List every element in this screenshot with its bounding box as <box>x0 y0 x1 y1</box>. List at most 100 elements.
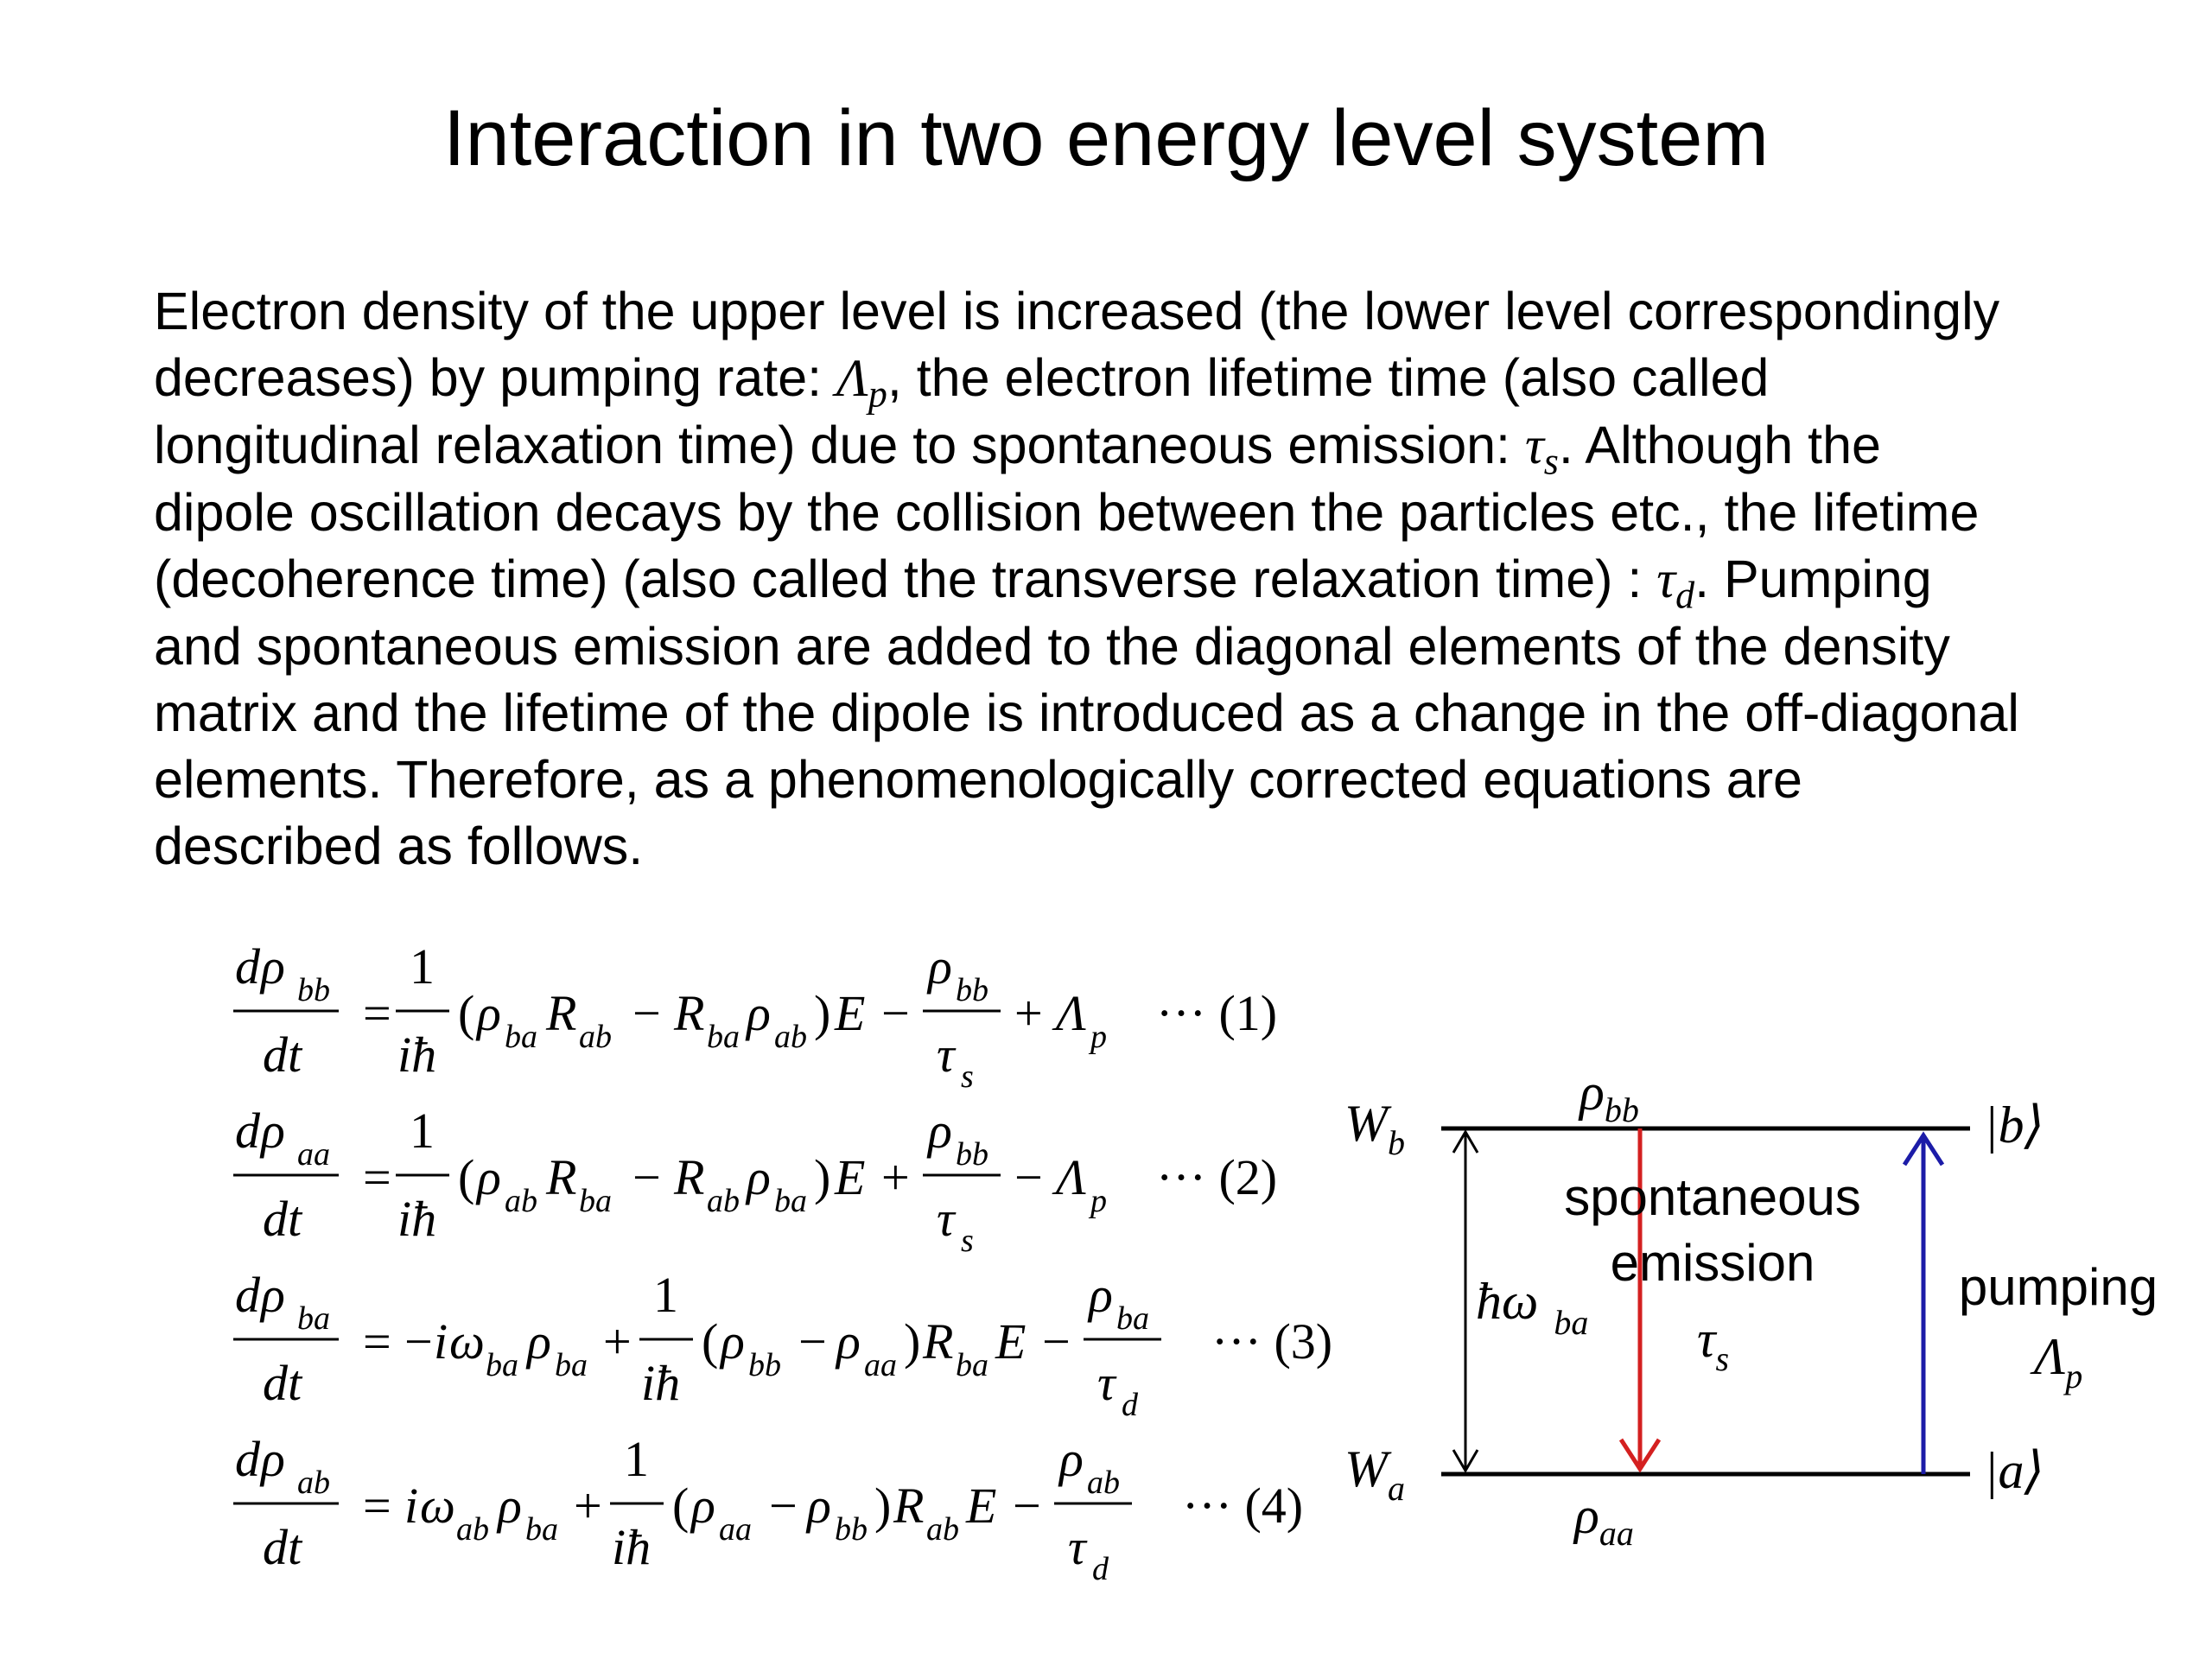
rho-symbol: ρ <box>805 1478 831 1534</box>
subscript: aa <box>719 1511 752 1548</box>
paragraph-text: , the electron lifetime time (also calle… <box>887 348 1770 407</box>
rho-symbol: ρ <box>259 1431 285 1487</box>
fraction-numerator: 1 <box>624 1431 649 1487</box>
fraction-numerator: 1 <box>653 1267 678 1323</box>
paragraph-line: dipole oscillation decays by the collisi… <box>154 483 1980 542</box>
upper-state-label: |b⟩ <box>1984 1096 2044 1154</box>
pumping-rate-label: Λp <box>2030 1328 2082 1395</box>
fraction-denominator: iħ <box>641 1355 680 1411</box>
subscript: aa <box>864 1347 897 1383</box>
subscript: bb <box>835 1511 868 1548</box>
rho-symbol: ρ <box>719 1313 745 1370</box>
subscript: ab <box>926 1511 959 1548</box>
paragraph-line: (decoherence time) (also called the tran… <box>154 546 2176 614</box>
paragraph-line: Electron density of the upper level is i… <box>154 282 2000 340</box>
minus-sign: − <box>632 1149 661 1205</box>
bracket-close: ) <box>814 985 830 1041</box>
subscript: bb <box>748 1347 781 1383</box>
lower-density-label: ρaa <box>1573 1487 1634 1553</box>
paragraph-line: decreases) by pumping rate: Λp, the elec… <box>154 345 2176 416</box>
imaginary-unit: i <box>434 1313 448 1370</box>
subscript: ba <box>555 1347 588 1383</box>
equation-number: ··· (4) <box>1182 1478 1303 1534</box>
spontaneous-label-line2: emission <box>1611 1234 1815 1292</box>
paragraph-line: longitudinal relaxation time) due to spo… <box>154 412 2176 480</box>
equation-number: ··· (1) <box>1156 985 1277 1041</box>
arrow-head-down <box>1452 1449 1479 1473</box>
derivative-denominator: dt <box>263 1191 303 1247</box>
rho-symbol: ρ <box>525 1313 551 1370</box>
subscript: ba <box>579 1183 612 1219</box>
subscript: s <box>961 1223 974 1259</box>
minus-sign: − <box>1042 1313 1071 1370</box>
lower-energy-label: Wa <box>1344 1440 1405 1508</box>
bracket-close: ) <box>814 1149 830 1205</box>
subscript: bb <box>956 972 988 1008</box>
derivative-numerator: d <box>235 938 261 995</box>
paragraph-line: elements. Therefore, as a phenomenologic… <box>154 750 1802 809</box>
dipole-symbol: R <box>673 985 704 1041</box>
rho-symbol: ρ <box>835 1313 861 1370</box>
pumping-rate-symbol: Λ <box>1052 985 1086 1041</box>
spontaneous-label-line1: spontaneous <box>1564 1168 1861 1226</box>
subscript: d <box>1122 1387 1139 1423</box>
bracket-close: ) <box>874 1478 891 1534</box>
minus-sign: − <box>798 1313 827 1370</box>
rho-symbol: ρ <box>259 938 285 995</box>
rho-symbol: ρ <box>496 1478 522 1534</box>
fraction-denominator: iħ <box>397 1027 436 1083</box>
minus-sign: − <box>1014 1149 1043 1205</box>
subscript: ab <box>505 1183 537 1219</box>
minus-sign: − <box>769 1478 798 1534</box>
fraction-denominator: iħ <box>612 1519 651 1575</box>
dipole-symbol: R <box>922 1313 953 1370</box>
subscript: ba <box>505 1019 537 1055</box>
field-symbol: E <box>995 1313 1026 1370</box>
subscript: ab <box>774 1019 807 1055</box>
derivative-numerator: d <box>235 1103 261 1159</box>
tau-symbol: τ <box>1068 1519 1088 1575</box>
field-symbol: E <box>834 1149 865 1205</box>
imaginary-unit: i <box>404 1478 418 1534</box>
minus-sign: − <box>632 985 661 1041</box>
rho-symbol: ρ <box>1087 1267 1113 1323</box>
equation-1: d ρ bb dt = 1 iħ ( ρ ba R ab − R ba ρ ab… <box>233 938 1277 1095</box>
equation-2: d ρ aa dt = 1 iħ ( ρ ab R ba − R ab ρ ba… <box>233 1103 1277 1259</box>
omega-symbol: ω <box>449 1313 485 1370</box>
density-matrix-equations: d ρ bb dt = 1 iħ ( ρ ba R ab − R ba ρ ab… <box>233 938 1332 1587</box>
minus-sign: − <box>404 1313 433 1370</box>
subscript: aa <box>297 1136 330 1173</box>
derivative-denominator: dt <box>263 1027 303 1083</box>
tau-symbol: τ <box>937 1027 957 1083</box>
minus-sign: − <box>881 985 910 1041</box>
equation-4: d ρ ab dt = i ω ab ρ ba + 1 iħ ( ρ aa − … <box>233 1431 1303 1587</box>
dipole-symbol: R <box>545 985 576 1041</box>
tau-symbol: τ <box>937 1191 957 1247</box>
subscript: bb <box>297 972 330 1008</box>
fraction-numerator: 1 <box>410 938 435 995</box>
bracket-open: ( <box>702 1313 718 1370</box>
equals-sign: = <box>363 1313 391 1370</box>
rho-symbol: ρ <box>926 1103 952 1159</box>
slide-title: Interaction in two energy level system <box>442 94 1770 182</box>
subscript: ba <box>297 1300 330 1337</box>
minus-sign: − <box>1013 1478 1041 1534</box>
field-symbol: E <box>965 1478 996 1534</box>
subscript: s <box>961 1058 974 1095</box>
rho-symbol: ρ <box>259 1267 285 1323</box>
field-symbol: E <box>834 985 865 1041</box>
omega-symbol: ω <box>420 1478 455 1534</box>
dipole-symbol: R <box>673 1149 704 1205</box>
pumping-rate-symbol: Λp <box>836 350 887 416</box>
subscript: ba <box>707 1019 740 1055</box>
plus-sign: + <box>1014 985 1043 1041</box>
subscript: d <box>1092 1551 1109 1587</box>
plus-sign: + <box>574 1478 602 1534</box>
tau-symbol: τ <box>1097 1355 1117 1411</box>
description-paragraph: Electron density of the upper level is i… <box>154 278 2176 880</box>
arrow-head-up <box>1452 1129 1479 1154</box>
subscript: ab <box>707 1183 740 1219</box>
paragraph-text: longitudinal relaxation time) due to spo… <box>154 416 1525 474</box>
